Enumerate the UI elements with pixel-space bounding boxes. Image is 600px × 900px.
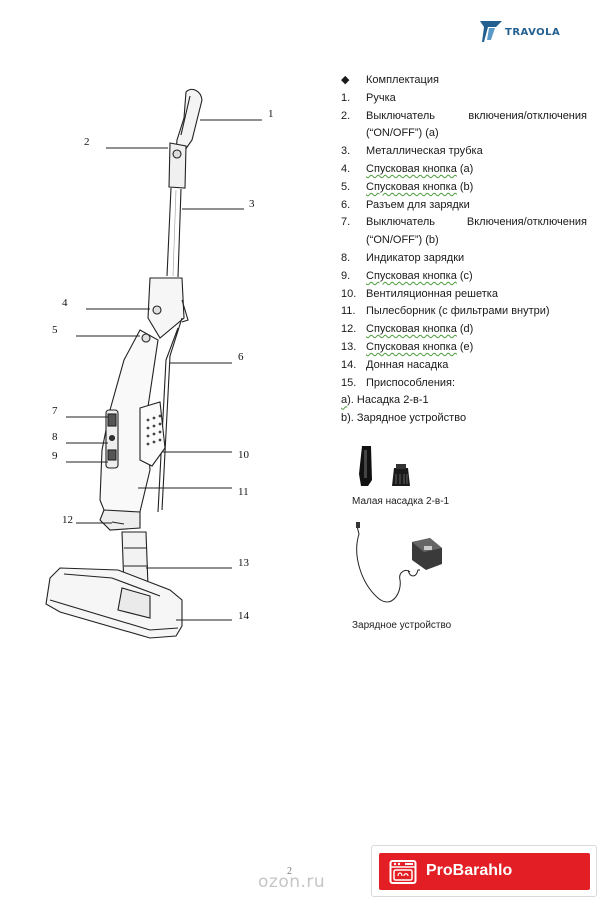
callout-11: 11 — [238, 486, 249, 498]
charger-caption: Зарядное устройство — [352, 620, 452, 631]
list-item: 14. Донная насадка — [341, 358, 449, 371]
ozon-watermark: ozon.ru — [258, 872, 326, 892]
callout-8: 8 — [52, 431, 58, 443]
list-item-continuation: (“ON/OFF”) (а) — [366, 127, 439, 140]
badge-inner: ProBarahlo — [379, 853, 590, 890]
callout-12: 12 — [62, 514, 73, 526]
callout-2: 2 — [84, 136, 90, 148]
list-item: 8. Индикатор зарядки — [341, 251, 465, 264]
sub-item-a: а). Насадка 2-в-1 — [341, 394, 429, 407]
list-item: 10. Вентиляционная решетка — [341, 287, 498, 300]
list-item: 6. Разъем для зарядки — [341, 198, 470, 211]
callout-3: 3 — [249, 198, 255, 210]
list-item: 3. Металлическая трубка — [341, 145, 483, 158]
callout-7: 7 — [52, 405, 58, 417]
diamond-bullet-icon: ◆ — [341, 74, 350, 86]
small-nozzle-image — [359, 446, 410, 486]
vacuum-diagram — [45, 88, 262, 639]
badge-label: ProBarahlo — [426, 862, 513, 879]
callout-9: 9 — [52, 450, 58, 462]
parts-heading-text: Комплектация — [366, 74, 439, 86]
travola-logo-icon — [480, 21, 502, 42]
list-item: 4. Спусковая кнопка (а) — [341, 162, 474, 175]
list-item: 2. Выключатель включения/отключения — [341, 109, 587, 122]
nozzle-caption: Малая насадка 2-в-1 — [352, 496, 450, 507]
logo-text: TRAVOLA — [505, 27, 561, 38]
callout-1: 1 — [268, 108, 274, 120]
list-item: 5. Спусковая кнопка (b) — [341, 180, 474, 193]
probarahlo-badge[interactable]: ProBarahlo — [371, 845, 597, 897]
list-item: 11. Пылесборник (с фильтрами внутри) — [341, 305, 550, 318]
list-item: 13. Спусковая кнопка (e) — [341, 340, 474, 353]
callout-6: 6 — [238, 351, 244, 363]
list-item: 12. Спусковая кнопка (d) — [341, 323, 474, 336]
parts-list: ◆ Комплектация 1. Ручка 2. Выключатель в… — [341, 72, 587, 428]
oven-icon — [389, 860, 417, 884]
list-item-continuation: (“ON/OFF”) (b) — [366, 234, 439, 247]
callout-4: 4 — [62, 297, 68, 309]
list-item: 9. Спусковая кнопка (с) — [341, 269, 473, 282]
list-item: 15. Приспособления: — [341, 376, 456, 389]
parts-heading: ◆ Комплектация — [341, 72, 587, 90]
list-item: 7. Выключатель Включения/отключения — [341, 216, 587, 229]
sub-item-b: b). Зарядное устройство — [341, 412, 467, 425]
callout-14: 14 — [238, 610, 249, 622]
travola-logo: TRAVOLA — [478, 16, 588, 46]
callout-5: 5 — [52, 324, 58, 336]
callout-10: 10 — [238, 449, 249, 461]
charger-image — [356, 522, 442, 603]
list-item: 1. Ручка — [341, 91, 396, 104]
callout-13: 13 — [238, 557, 249, 569]
page-number: 2 — [287, 866, 292, 877]
